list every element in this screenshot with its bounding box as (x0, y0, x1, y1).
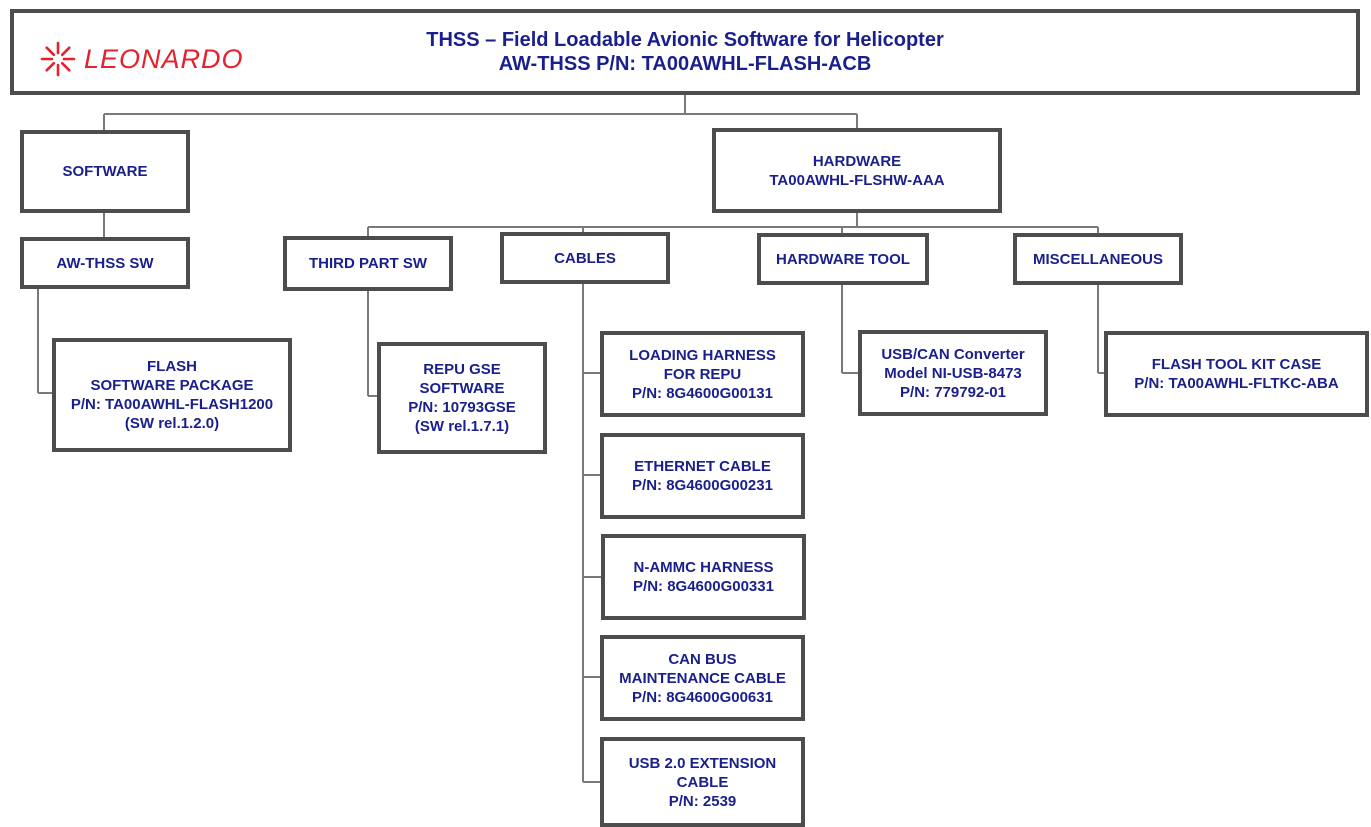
logo-text: LEONARDO (84, 43, 244, 74)
cable-item-line: FOR REPU (663, 365, 742, 383)
third-part-sw-box: THIRD PART SW (283, 236, 453, 291)
repu-line-1: REPU GSE (423, 361, 501, 378)
cable-item-line: CABLE (676, 773, 729, 791)
miscellaneous-box: MISCELLANEOUS (1013, 233, 1183, 285)
aw-thss-sw-label: AW-THSS SW (56, 254, 154, 272)
cable-item: LOADING HARNESS FOR REPU P/N: 8G4600G001… (600, 331, 805, 417)
cable-item: USB 2.0 EXTENSION CABLE P/N: 2539 (600, 737, 805, 827)
kit-case-line-1: FLASH TOOL KIT CASE (1151, 356, 1322, 373)
cable-item: ETHERNET CABLE P/N: 8G4600G00231 (600, 433, 805, 519)
aw-thss-sw-box: AW-THSS SW (20, 237, 190, 289)
kit-case-line-2: P/N: TA00AWHL-FLTKC-ABA (1134, 375, 1339, 392)
repu-line-3: P/N: 10793GSE (408, 399, 516, 416)
cables-label: CABLES (554, 249, 616, 267)
title-box: LEONARDO THSS – Field Loadable Avionic S… (10, 9, 1360, 95)
leonardo-logo-icon (40, 41, 76, 77)
converter-line-1: USB/CAN Converter (881, 345, 1025, 363)
cable-item: CAN BUS MAINTENANCE CABLE P/N: 8G4600G00… (600, 635, 805, 721)
cable-item-line: P/N: 8G4600G00631 (632, 688, 773, 706)
cable-item-line: CAN BUS (668, 650, 737, 668)
flash-software-package-box: FLASH SOFTWARE PACKAGE P/N: TA00AWHL-FLA… (52, 338, 292, 452)
hardware-box: HARDWARE TA00AWHL-FLSHW-AAA (712, 128, 1002, 213)
cable-item-line: P/N: 8G4600G00131 (632, 384, 773, 402)
software-label: SOFTWARE (62, 163, 148, 180)
flash-package-line-3: P/N: TA00AWHL-FLASH1200 (70, 396, 274, 413)
cables-box: CABLES (500, 232, 670, 284)
flash-tool-kit-case-box: FLASH TOOL KIT CASE P/N: TA00AWHL-FLTKC-… (1104, 331, 1369, 417)
title-line-1: THSS – Field Loadable Avionic Software f… (426, 29, 944, 51)
flash-package-line-4: (SW rel.1.2.0) (124, 415, 220, 432)
repu-line-4: (SW rel.1.7.1) (414, 418, 510, 435)
converter-line-3: P/N: 779792-01 (900, 383, 1006, 401)
hardware-tool-box: HARDWARE TOOL (757, 233, 929, 285)
repu-line-2: SOFTWARE (419, 380, 505, 397)
hardware-line-2: TA00AWHL-FLSHW-AAA (769, 171, 945, 189)
cable-item-line: P/N: 2539 (668, 792, 737, 810)
cable-item-line: MAINTENANCE CABLE (619, 669, 786, 687)
repu-gse-software-box: REPU GSE SOFTWARE P/N: 10793GSE (SW rel.… (377, 342, 547, 454)
title-line-2: AW-THSS P/N: TA00AWHL-FLASH-ACB (498, 53, 872, 75)
third-part-sw-label: THIRD PART SW (308, 255, 428, 272)
hardware-line-1: HARDWARE (812, 152, 902, 170)
cable-item-line: P/N: 8G4600G00231 (632, 477, 773, 494)
miscellaneous-label: MISCELLANEOUS (1032, 250, 1163, 268)
cable-item-line: LOADING HARNESS (629, 346, 776, 364)
flash-package-line-2: SOFTWARE PACKAGE (90, 377, 254, 394)
cable-item-line: N-AMMC HARNESS (633, 559, 774, 576)
converter-line-2: Model NI-USB-8473 (884, 364, 1022, 382)
cable-item: N-AMMC HARNESS P/N: 8G4600G00331 (601, 534, 806, 620)
leonardo-logo: LEONARDO (40, 41, 244, 77)
usb-can-converter-box: USB/CAN Converter Model NI-USB-8473 P/N:… (858, 330, 1048, 416)
software-box: SOFTWARE (20, 130, 190, 213)
cable-item-line: ETHERNET CABLE (634, 458, 771, 475)
hardware-tool-label: HARDWARE TOOL (776, 250, 910, 268)
cable-item-line: P/N: 8G4600G00331 (633, 578, 774, 595)
cable-item-line: USB 2.0 EXTENSION (628, 754, 777, 772)
flash-package-line-1: FLASH (147, 358, 197, 375)
